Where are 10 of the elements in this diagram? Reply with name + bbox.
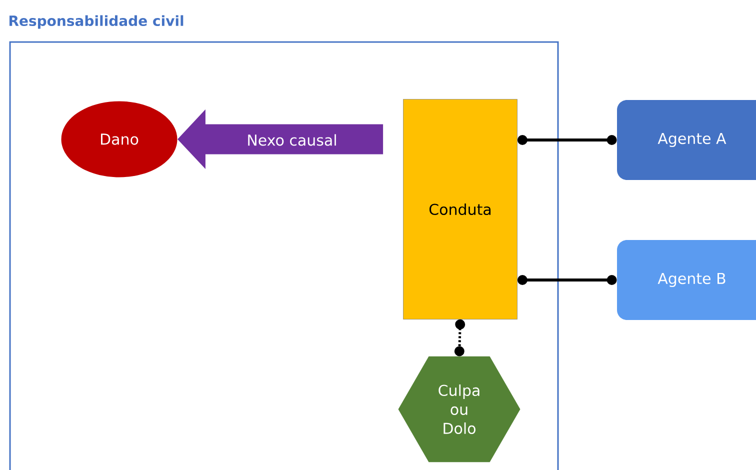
rounded-box: Agente A (617, 100, 756, 180)
node-label: Responsabilidade civil (9, 15, 184, 29)
connector (517, 134, 617, 145)
ellipse-node: Dano (61, 101, 178, 178)
process-box: Conduta (403, 99, 518, 320)
connector (517, 274, 617, 285)
hexagon-node: Culpa ou Dolo (398, 356, 520, 462)
edge-label: Nexo causal (246, 133, 338, 147)
connector (454, 319, 466, 356)
rounded-box: Agente B (617, 240, 756, 320)
